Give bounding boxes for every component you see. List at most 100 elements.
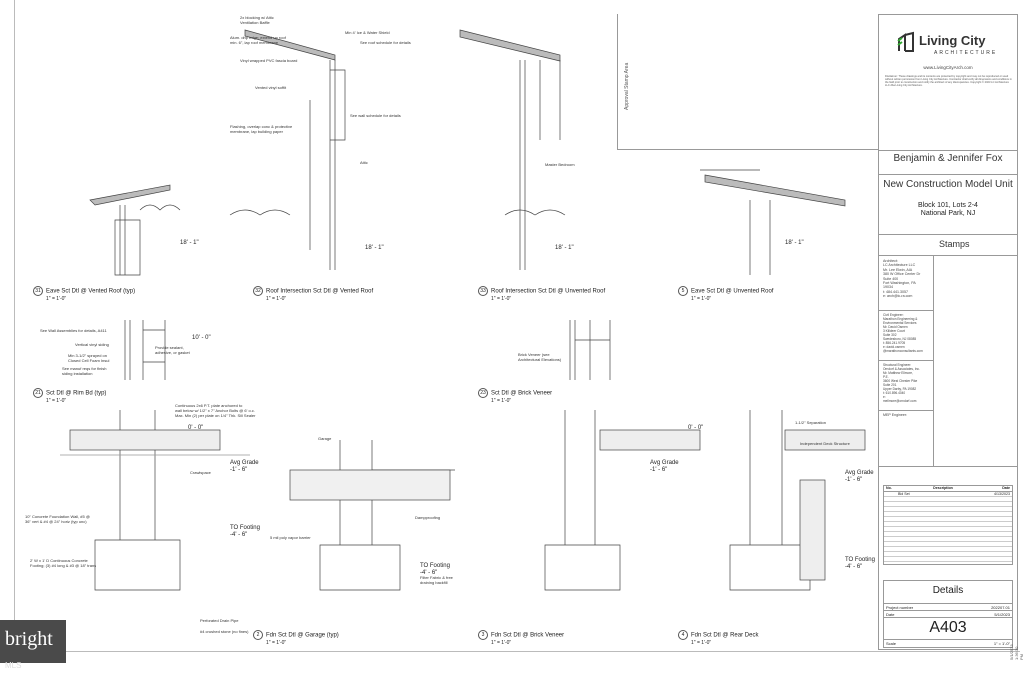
note-manuf: See manuf reqs for finish siding install… bbox=[62, 366, 107, 376]
sheet-scale: 1" = 1'-0" bbox=[993, 641, 1010, 646]
drawing-sheet bbox=[14, 0, 1020, 652]
elev-grade-4: Avg Grade -1' - 6" bbox=[845, 470, 874, 483]
stamps-grid: Architect: LC Architecture LLC Mr. Lee E… bbox=[879, 255, 1017, 467]
elev-grade-3: Avg Grade -1' - 6" bbox=[650, 460, 679, 473]
note-soffit: Vented vinyl soffit bbox=[255, 85, 287, 90]
elev-footing-1: TO Footing -4' - 6" bbox=[230, 525, 260, 538]
detail-number: 3 bbox=[478, 630, 488, 640]
detail-title: Sct Dtl @ Brick Veneer bbox=[491, 390, 553, 397]
detail-31-drawing bbox=[89, 184, 181, 276]
watermark-suffix: MLS bbox=[5, 661, 22, 670]
note-plate: Continuous 2x6 P.T. plate anchored to wa… bbox=[175, 403, 256, 418]
detail-scale: 1" = 1'-0" bbox=[491, 296, 512, 302]
col-no: No. bbox=[886, 486, 892, 490]
elev-grade-1: Avg Grade -1' - 6" bbox=[230, 460, 259, 473]
detail-title: Fdn Sct Dtl @ Brick Veneer bbox=[491, 632, 565, 639]
elev-roof-31: 18' - 1" bbox=[180, 240, 199, 246]
detail-scale: 1" = 1'-0" bbox=[266, 640, 287, 646]
sheet-number: A403 bbox=[884, 617, 1012, 638]
elev-rim: 10' - 0" bbox=[192, 335, 211, 341]
detail-number: 33 bbox=[478, 286, 488, 296]
note-separation: 1-1/2" Separation bbox=[795, 420, 826, 425]
detail-number: 21 bbox=[33, 388, 43, 398]
firm-box: Living City ARCHITECTURE www.LivingCityA… bbox=[879, 15, 1017, 151]
note-crawlspace: Crawlspace bbox=[190, 470, 211, 475]
note-attic: Attic bbox=[360, 160, 368, 165]
elev-footing-2: TO Footing -4' - 6" bbox=[420, 563, 450, 576]
note-drain: Perforated Drain Pipe bbox=[200, 618, 239, 623]
foundation-1-drawing bbox=[60, 410, 250, 591]
note-baffle: 2x blocking w/ Attic Ventilation Baffle bbox=[240, 15, 274, 25]
note-bedroom: Master Bedroom bbox=[545, 162, 575, 167]
detail-scale: 1" = 1'-0" bbox=[266, 296, 287, 302]
note-garage: Garage bbox=[318, 436, 332, 441]
revision-header: No. Description Date bbox=[884, 486, 1012, 492]
firm-website[interactable]: www.LivingCityArch.com bbox=[923, 65, 973, 70]
structural-info: Structural Engineer: Orndorf & Associate… bbox=[883, 363, 920, 403]
note-brick: Brick Veneer (see Architectural Elevatio… bbox=[518, 352, 562, 362]
detail-23-drawing bbox=[569, 320, 611, 380]
foundation-3-drawing bbox=[544, 410, 701, 591]
title-block: Living City ARCHITECTURE www.LivingCityA… bbox=[878, 14, 1018, 650]
note-sealant: Provide sealant, adhesive, or gasket bbox=[155, 345, 190, 355]
sheet-date: 5/1/2023 bbox=[994, 612, 1010, 617]
detail-title: Roof Intersection Sct Dtl @ Vented Roof bbox=[266, 288, 374, 295]
elev-floor-1: 0' - 0" bbox=[188, 425, 204, 431]
architect-info: Architect: LC Architecture LLC Mr. Lee E… bbox=[883, 259, 921, 299]
civil-info: Civil Engineer: Marathon Engineering & E… bbox=[883, 313, 923, 353]
rev-no bbox=[884, 492, 898, 496]
note-ledger: Independent Deck Structure bbox=[800, 441, 850, 446]
col-description: Description bbox=[933, 486, 953, 490]
detail-scale: 1" = 1'-0" bbox=[46, 296, 67, 302]
detail-scale: 1" = 1'-0" bbox=[691, 640, 712, 646]
elev-floor-4: 0' - 0" bbox=[688, 425, 704, 431]
location-line1: Block 101, Lots 2-4 bbox=[918, 202, 978, 209]
detail-linework bbox=[60, 29, 866, 591]
revision-table: No. Description Date Bid Set 4/13/2023 bbox=[883, 485, 1013, 565]
col-date: Date bbox=[1002, 486, 1010, 490]
scale-label: Scale bbox=[886, 641, 897, 646]
detail-title: Fdn Sct Dtl @ Rear Deck bbox=[691, 632, 759, 639]
foundation-4-drawing bbox=[729, 410, 866, 591]
note-ice-shield: Min 4' Ice & Water Shield bbox=[345, 30, 390, 35]
note-fabric: Filter Fabric & free draining backfill bbox=[420, 575, 453, 585]
elev-roof-33: 18' - 1" bbox=[555, 245, 574, 251]
print-timestamp: 5/1/2023 1:36:30 PM bbox=[1009, 644, 1024, 660]
project-number-label: Project number bbox=[886, 605, 914, 610]
project-name: New Construction Model Unit bbox=[883, 179, 1013, 190]
elev-roof-5: 18' - 1" bbox=[785, 240, 804, 246]
detail-number: 2 bbox=[253, 630, 263, 640]
note-drip-edge: Alum. drip edge; extend up roof min. 6",… bbox=[230, 35, 286, 45]
detail-scale: 1" = 1'-0" bbox=[491, 398, 512, 404]
note-foam: Min 3-1/2" sprayed on Closed Cell Foam I… bbox=[68, 353, 110, 363]
rev-date: 4/13/2023 bbox=[994, 492, 1010, 496]
approval-stamp-box bbox=[617, 14, 878, 150]
detail-title: Roof Intersection Sct Dtl @ Unvented Roo… bbox=[491, 288, 606, 295]
note-wall10: 10" Concrete Foundation Wall, #5 @ 36" v… bbox=[25, 514, 90, 524]
detail-number: 4 bbox=[678, 630, 688, 640]
elev-footing-4: TO Footing -4' - 6" bbox=[845, 557, 875, 570]
logo-icon bbox=[897, 31, 914, 52]
detail-title: Fdn Sct Dtl @ Garage (typ) bbox=[266, 632, 339, 639]
detail-33-drawing bbox=[459, 29, 566, 270]
detail-21-drawing bbox=[124, 320, 166, 380]
rev-description: Bid Set bbox=[898, 492, 910, 496]
watermark-brand: bright bbox=[5, 628, 53, 650]
detail-5-drawing bbox=[700, 169, 846, 275]
detail-number: 23 bbox=[478, 388, 488, 398]
detail-scale: 1" = 1'-0" bbox=[46, 398, 67, 404]
elev-roof-32: 18' - 1" bbox=[365, 245, 384, 251]
bright-mls-watermark: bright MLS bbox=[0, 620, 66, 670]
firm-name: Living City bbox=[919, 33, 986, 48]
date-label: Date bbox=[886, 612, 895, 617]
detail-scale: 1" = 1'-0" bbox=[691, 296, 712, 302]
